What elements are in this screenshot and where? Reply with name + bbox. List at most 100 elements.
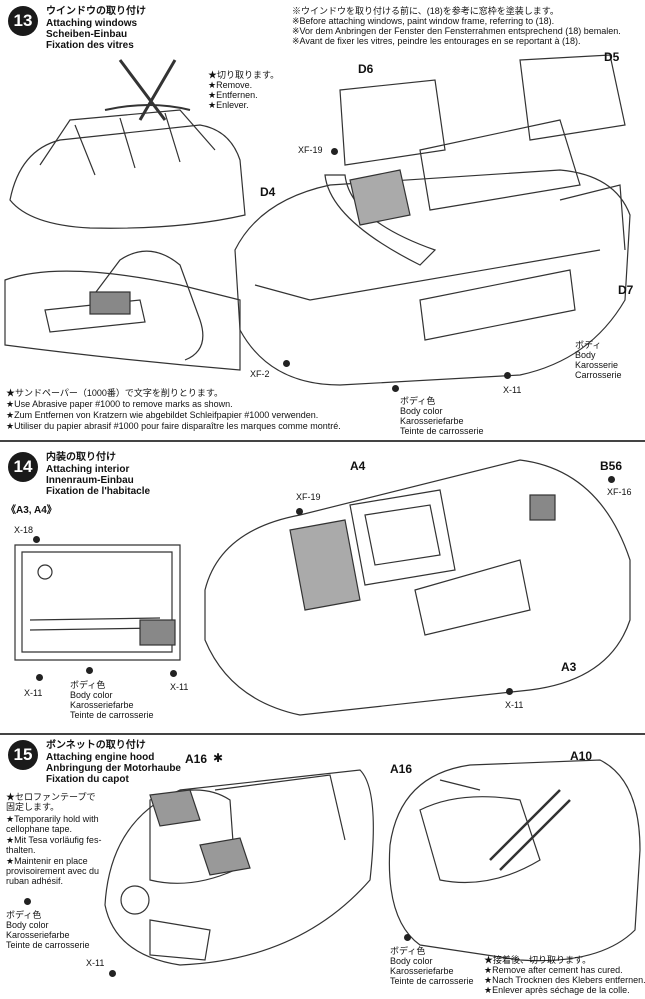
step-13-sand-de: ★Zum Entfernen von Kratzern wie abgebild… xyxy=(6,410,319,420)
part-d6-label: D6 xyxy=(358,62,374,76)
body-color-jp: ボディ色 xyxy=(400,396,436,406)
part-b56-label: B56 xyxy=(600,459,623,473)
paint-dot-icon xyxy=(504,372,511,379)
note-top-de: ※Vor dem Anbringen der Fenster den Fenst… xyxy=(292,26,621,36)
paint-xf19-label: XF-19 xyxy=(296,492,321,502)
step-14-subtitle: 《A3, A4》 xyxy=(6,505,57,516)
paint-x11-label: X-11 xyxy=(503,385,522,395)
part-a4-label: A4 xyxy=(350,459,366,473)
body-label-jp: ボディ xyxy=(575,340,602,350)
step-13-title-fr: Fixation des vitres xyxy=(46,40,134,51)
paint-dot-icon xyxy=(283,360,290,367)
body-color-en: Body color xyxy=(6,920,49,930)
door-panel-illustration xyxy=(14,544,181,661)
tape-note-6: thalten. xyxy=(6,845,36,855)
body-color-jp: ボディ色 xyxy=(70,680,106,690)
section-divider xyxy=(0,440,645,442)
paint-dot-icon xyxy=(506,688,513,695)
paint-xf2-label: XF-2 xyxy=(250,369,270,379)
paint-x11-label: X-11 xyxy=(24,688,43,698)
paint-dot-icon xyxy=(109,970,116,977)
body-color-fr: Teinte de carrosserie xyxy=(400,426,484,436)
paint-xf16-label: XF-16 xyxy=(607,487,632,497)
step-13-sand-jp: ★サンドペーパー（1000番）で文字を削りとります。 xyxy=(6,388,224,398)
body-color-de: Karosseriefarbe xyxy=(390,966,454,976)
step-15-title-jp: ボンネットの取り付け xyxy=(46,740,146,751)
step-13-title-de: Scheiben-Einbau xyxy=(46,29,128,40)
step-15-title-de: Anbringung der Motorhaube xyxy=(46,763,181,774)
step-13-sand-en: ★Use Abrasive paper #1000 to remove mark… xyxy=(6,399,233,409)
step-13-number: 13 xyxy=(8,6,38,36)
step-13-title-jp: ウインドウの取り付け xyxy=(46,6,146,17)
body-color-jp: ボディ色 xyxy=(6,910,42,920)
body-windows-illustration xyxy=(234,54,631,386)
note-top-jp: ※ウインドウを取り付ける前に、(18)を参考に窓枠を塗装します。 xyxy=(292,6,559,16)
paint-dot-icon xyxy=(36,674,43,681)
paint-dot-icon xyxy=(404,934,411,941)
body-color-fr: Teinte de carrosserie xyxy=(6,940,90,950)
cement-note-fr: ★Enlever après séchage de la colle. xyxy=(484,985,630,995)
tape-note-8: provisoirement avec du xyxy=(6,866,100,876)
step-13-cut-jp: ★切り取ります。 xyxy=(208,70,280,80)
body-color-de: Karosseriefarbe xyxy=(70,700,134,710)
part-a16-label: A16 xyxy=(390,762,413,776)
section-divider xyxy=(0,733,645,735)
body-color-de: Karosseriefarbe xyxy=(6,930,70,940)
paint-dot-icon xyxy=(296,508,303,515)
step-13-cut-en: ★Remove. xyxy=(208,80,253,90)
part-d7-label: D7 xyxy=(618,283,634,297)
paint-x18-label: X-18 xyxy=(14,525,34,535)
paint-dot-icon xyxy=(170,670,177,677)
body-color-en: Body color xyxy=(390,956,433,966)
tape-note-1: ★セロファンテープで xyxy=(6,792,96,802)
step-13-cut-fr: ★Enlever. xyxy=(208,100,249,110)
body-label-fr: Carrosserie xyxy=(575,370,622,380)
paint-dot-icon xyxy=(24,898,31,905)
step-13-cut-de: ★Entfernen. xyxy=(208,90,258,100)
roof-cut-illustration xyxy=(9,59,246,229)
paint-x11-label: X-11 xyxy=(170,682,189,692)
part-d5-label: D5 xyxy=(604,50,620,64)
sanding-illustration xyxy=(4,250,241,371)
tape-note-2: 固定します。 xyxy=(6,802,60,812)
step-14-title-en: Attaching interior xyxy=(46,464,130,475)
step-15-title-fr: Fixation du capot xyxy=(46,774,129,785)
step-14-title-de: Innenraum-Einbau xyxy=(46,475,134,486)
body-color-fr: Teinte de carrosserie xyxy=(70,710,154,720)
body-label-de: Karosserie xyxy=(575,360,619,370)
step-14-title-fr: Fixation de l'habitacle xyxy=(46,486,151,497)
body-color-fr: Teinte de carrosserie xyxy=(390,976,474,986)
step-14-number: 14 xyxy=(8,452,38,482)
note-top-fr: ※Avant de fixer les vitres, peindre les … xyxy=(292,36,581,46)
step-13-sand-fr: ★Utiliser du papier abrasif #1000 pour f… xyxy=(6,421,341,431)
hood-right-illustration xyxy=(388,759,641,962)
hood-left-illustration xyxy=(104,769,374,966)
paint-x11-label: X-11 xyxy=(505,700,524,710)
interior-body-illustration xyxy=(204,459,631,716)
body-color-en: Body color xyxy=(400,406,443,416)
step-15-number: 15 xyxy=(8,740,38,770)
body-color-en: Body color xyxy=(70,690,113,700)
paint-dot-icon xyxy=(33,536,40,543)
tape-note-3: ★Temporarily hold with xyxy=(6,814,99,824)
body-color-jp: ボディ色 xyxy=(390,946,426,956)
cement-note-en: ★Remove after cement has cured. xyxy=(484,965,623,975)
cement-note-de: ★Nach Trocknen des Klebers entfernen. xyxy=(484,975,645,985)
paint-dot-icon xyxy=(608,476,615,483)
step-14-title-jp: 内装の取り付け xyxy=(46,452,116,463)
tape-note-4: cellophane tape. xyxy=(6,824,73,834)
part-a16-label: A16 xyxy=(185,752,208,766)
cement-note-jp: ★接着後、切り取ります。 xyxy=(484,955,592,965)
paint-xf19-label: XF-19 xyxy=(298,145,323,155)
step-13-title-en: Attaching windows xyxy=(46,18,138,29)
cement-icon: ✱ xyxy=(213,751,224,765)
tape-note-5: ★Mit Tesa vorläufig fes- xyxy=(6,835,102,845)
paint-dot-icon xyxy=(331,148,338,155)
body-color-de: Karosseriefarbe xyxy=(400,416,464,426)
part-a3-label: A3 xyxy=(561,660,577,674)
body-label-en: Body xyxy=(575,350,596,360)
part-d4-label: D4 xyxy=(260,185,276,199)
part-a10-label: A10 xyxy=(570,749,593,763)
